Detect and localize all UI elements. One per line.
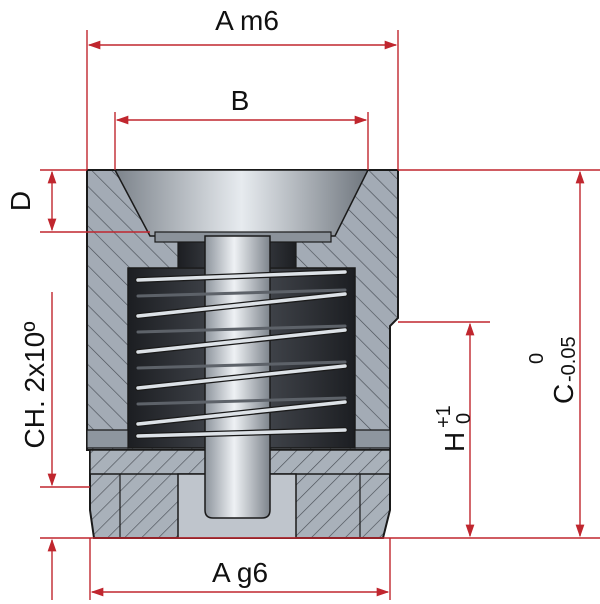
label-c-tol-upper: 0: [526, 353, 548, 364]
top-recess: [113, 169, 370, 237]
dimension-lines: [40, 30, 600, 600]
label-a-top: A m6: [215, 5, 279, 36]
label-a-bottom: A g6: [212, 557, 268, 588]
spring: [135, 269, 348, 439]
label-c-group: C 0 -0.05: [526, 336, 580, 404]
label-chamfer: CH. 2x10º: [19, 322, 50, 449]
label-d: D: [5, 191, 36, 211]
part-body: [86, 169, 399, 539]
label-c-tol-lower: -0.05: [558, 336, 580, 382]
label-b: B: [231, 85, 250, 116]
housing-step: [86, 429, 129, 449]
label-h: H: [439, 432, 470, 452]
label-h-group: H +1 0: [433, 405, 475, 452]
label-h-tol-upper: +1: [433, 405, 455, 428]
housing-step-right: [354, 429, 391, 449]
label-c: C: [548, 384, 579, 404]
label-h-tol-lower: 0: [453, 413, 475, 424]
